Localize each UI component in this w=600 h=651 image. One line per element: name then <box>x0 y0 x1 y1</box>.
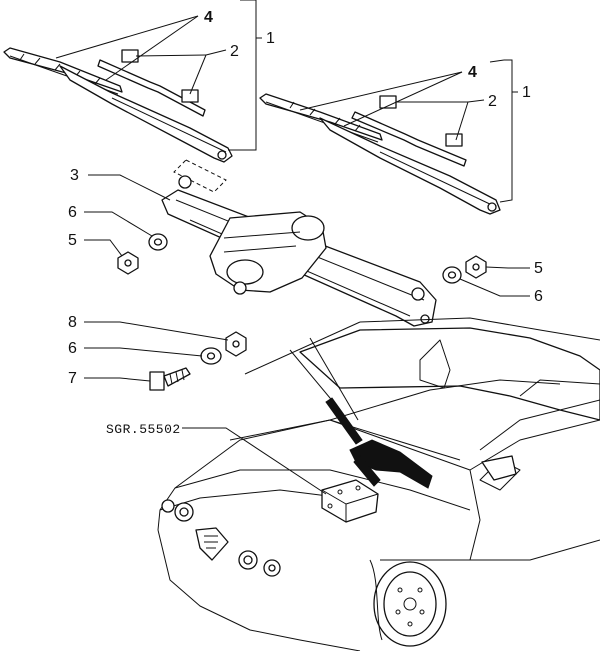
wiper-arm-right <box>259 93 501 215</box>
label-washer-lower: 6 <box>68 340 77 357</box>
label-blade-a: 2 <box>230 43 239 60</box>
car-outline <box>157 317 600 651</box>
washer-right-part <box>442 266 462 284</box>
label-blade-set-b: 4 <box>468 64 477 81</box>
label-blade-b: 2 <box>488 93 497 110</box>
label-washer-right: 6 <box>534 288 543 305</box>
reference-code: SGR.55502 <box>106 422 181 437</box>
label-nut-right: 5 <box>534 260 543 277</box>
label-linkage: 3 <box>70 167 79 184</box>
label-nut-lower: 8 <box>68 314 77 331</box>
washer-left-part <box>148 233 168 251</box>
label-blade-set-a: 4 <box>204 9 213 26</box>
wiper-arm-left <box>3 47 233 163</box>
pointer-line-a <box>289 349 341 411</box>
label-washer-left: 6 <box>68 204 77 221</box>
nut-right-part <box>465 255 487 279</box>
bolt-part <box>149 367 191 391</box>
callout-lines <box>55 0 530 495</box>
label-wiper-arm-b: 1 <box>522 84 531 101</box>
washer-lower-part <box>200 347 222 365</box>
blade-clip-lower-right <box>445 133 463 147</box>
pointer-line-b <box>309 337 359 421</box>
label-nut-left: 5 <box>68 232 77 249</box>
control-unit <box>321 479 379 523</box>
blade-clip-upper-left <box>121 49 139 63</box>
label-bolt: 7 <box>68 370 77 387</box>
blade-clip-lower-left <box>181 89 199 103</box>
installed-wiper-assembly <box>325 397 433 489</box>
nut-lower-part <box>225 331 247 357</box>
wiper-linkage-motor <box>161 175 437 327</box>
label-wiper-arm-a: 1 <box>266 30 275 47</box>
nut-left-part <box>117 251 139 275</box>
